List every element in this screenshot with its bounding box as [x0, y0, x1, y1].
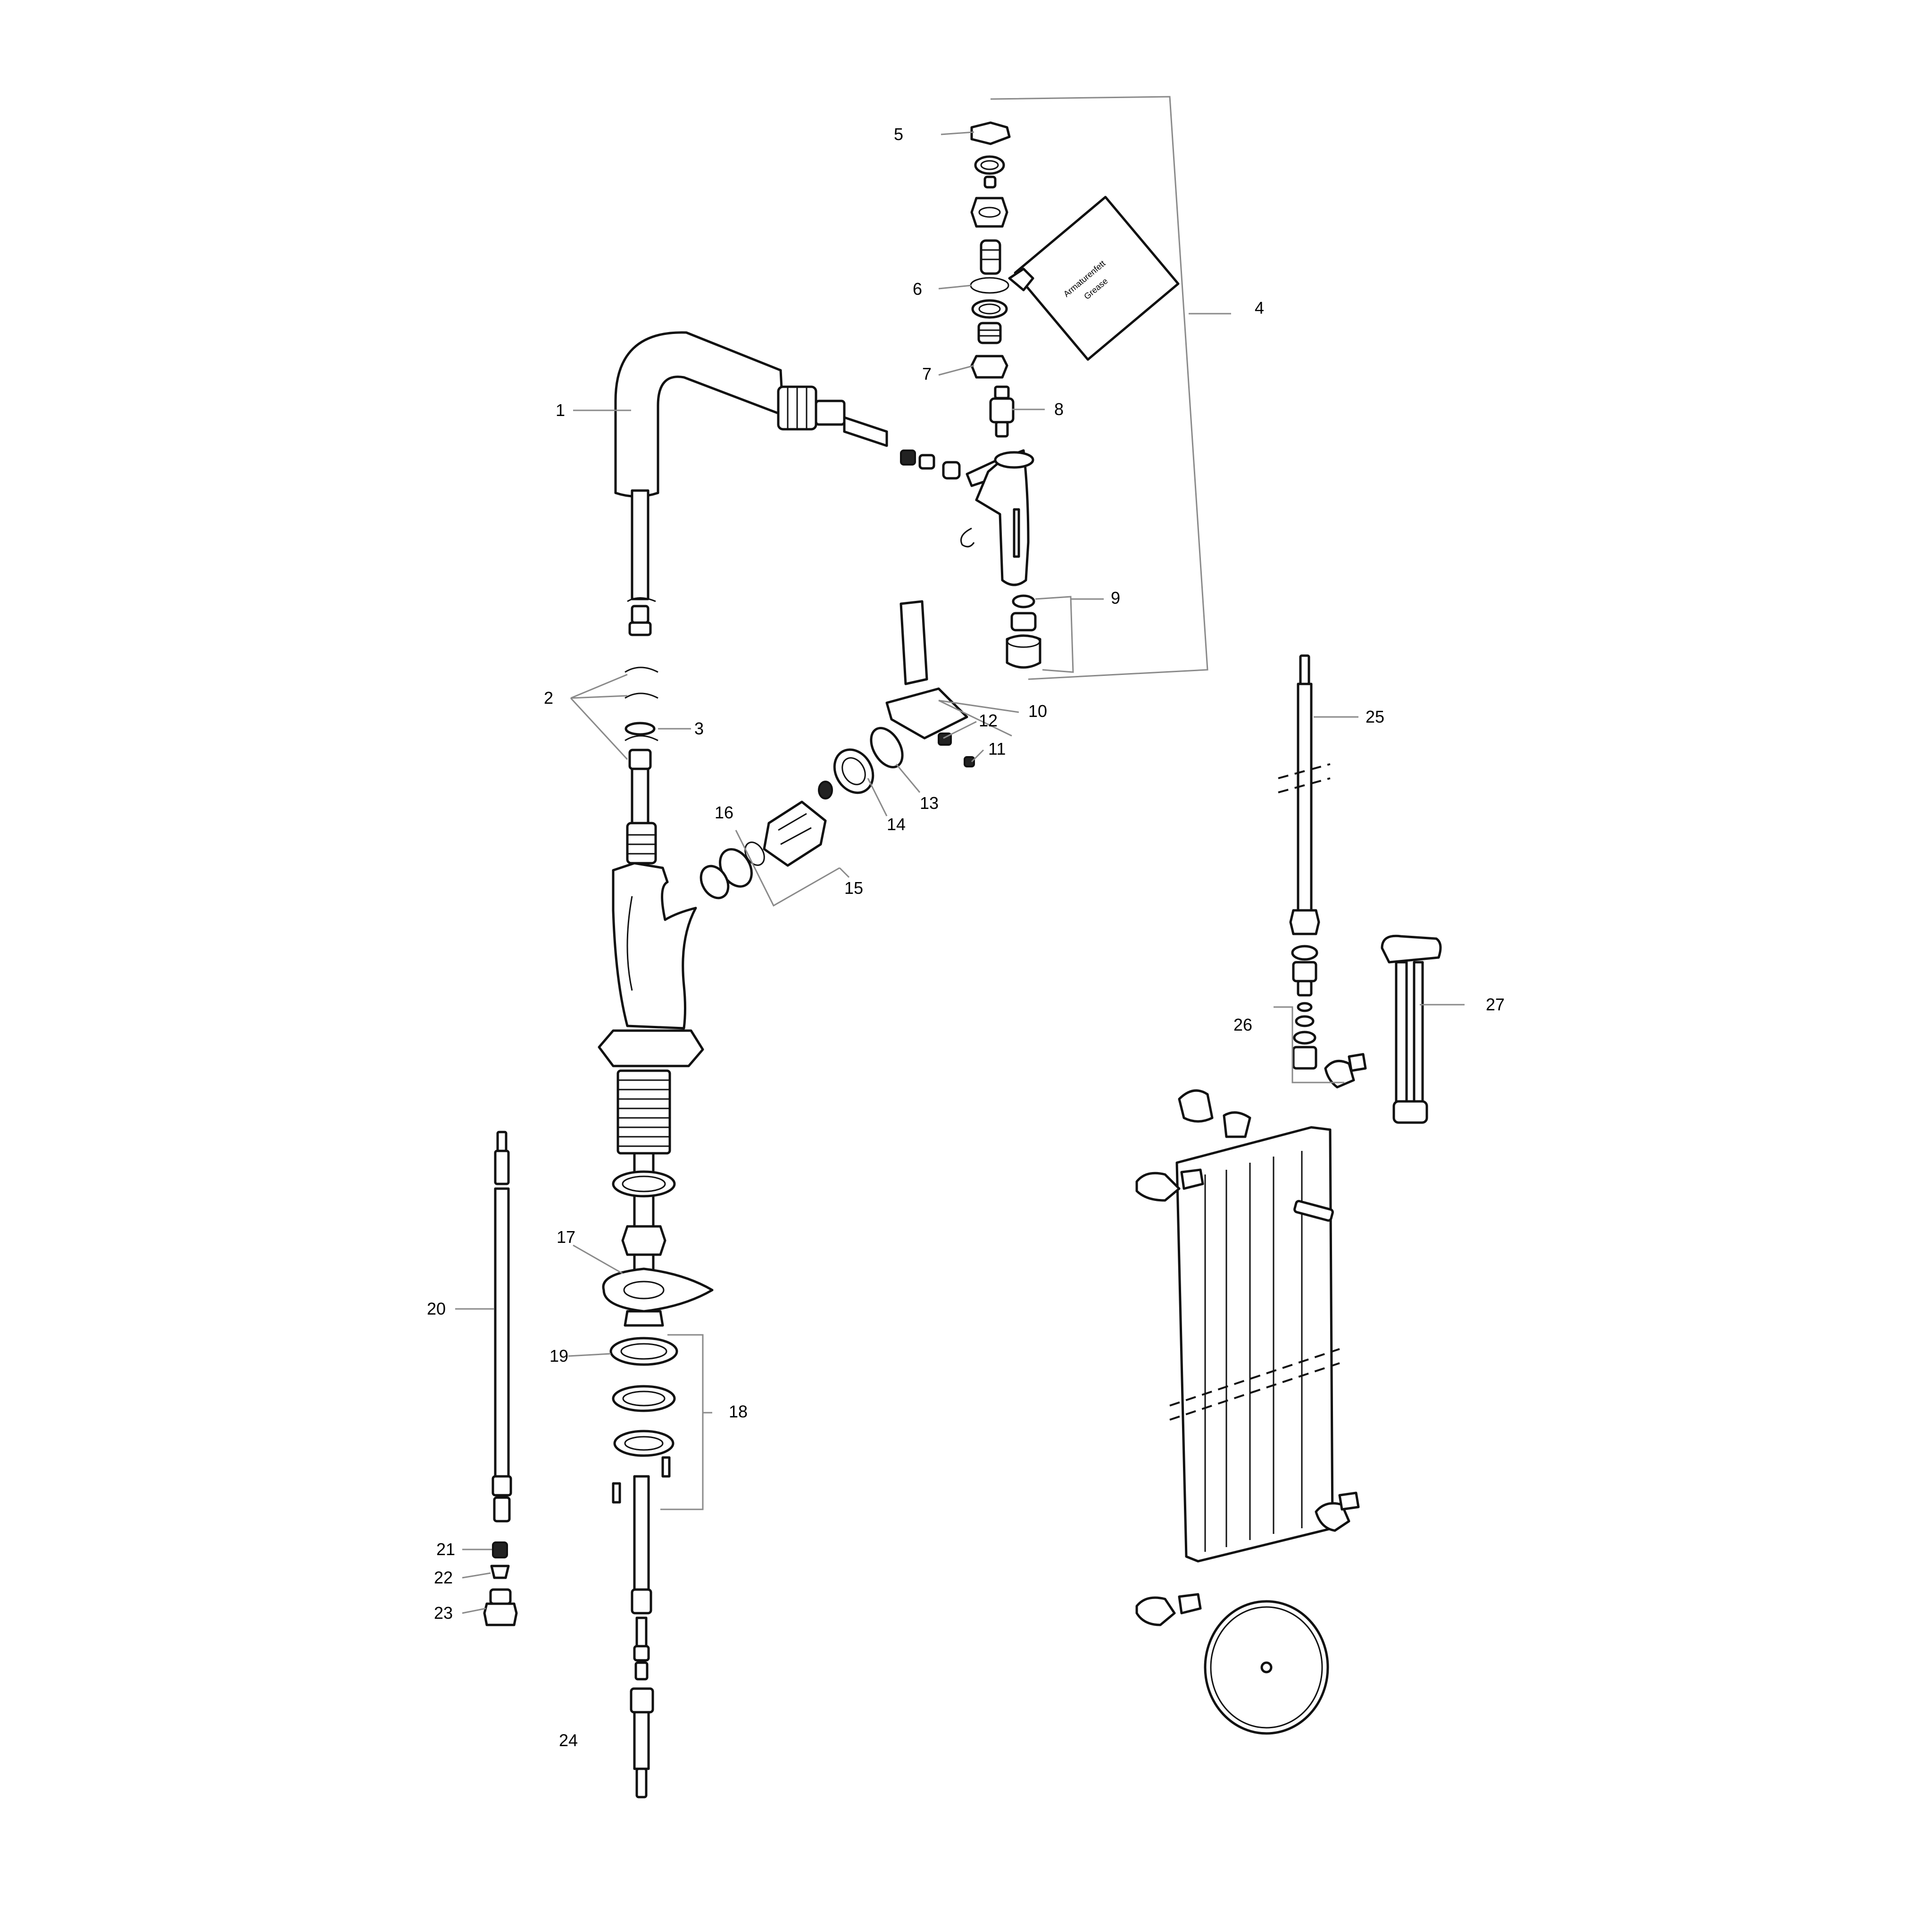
fitting-set-26 [1291, 945, 1318, 1070]
callout-22: 22 [434, 1568, 453, 1587]
callout-14: 14 [887, 815, 906, 834]
fitting-21 [492, 1541, 508, 1558]
callout-27: 27 [1486, 995, 1505, 1014]
spray-head-valve-8 [989, 385, 1015, 438]
spout-body [614, 331, 888, 600]
callout-16: 16 [715, 803, 733, 822]
bracket-27 [1381, 934, 1442, 1124]
callout-6: 6 [913, 279, 922, 299]
spray-head [960, 449, 1034, 586]
callout-18: 18 [729, 1402, 748, 1421]
callout-20: 20 [427, 1299, 446, 1318]
outlet-hose-24 [630, 1475, 654, 1799]
rail-brackets [1135, 1053, 1367, 1626]
spray-head-aerator-9 [1006, 594, 1041, 669]
break-lines [1169, 763, 1340, 1421]
supply-hose-20 [491, 1131, 512, 1523]
shank-clips-and-rings [625, 597, 658, 824]
callout-26: 26 [1233, 1015, 1252, 1034]
spray-head-cap-5 [970, 121, 1011, 145]
hose-25 [1289, 654, 1320, 935]
shower-rail-panel [1175, 1126, 1334, 1563]
callout-21: 21 [436, 1540, 455, 1559]
cartridge-nut-14 [818, 748, 874, 799]
spray-head-rings [970, 155, 1009, 344]
wall-rosette [1204, 1600, 1329, 1735]
callout-19: 19 [550, 1346, 568, 1366]
callout-15: 15 [844, 878, 863, 898]
spray-head-nut-7 [970, 355, 1008, 379]
callout-7: 7 [922, 364, 932, 383]
grease-packet-tab [1008, 267, 1034, 291]
callout-1: 1 [556, 400, 565, 420]
base-seal [612, 1170, 676, 1198]
cartridge-15 [763, 800, 827, 867]
callout-23: 23 [434, 1603, 453, 1623]
callout-17: 17 [557, 1227, 575, 1247]
callout-13: 13 [920, 793, 939, 813]
callout-3: 3 [694, 719, 704, 738]
callout-12: 12 [979, 711, 998, 730]
callout-4: 4 [1255, 298, 1264, 317]
spout-connector-parts [900, 450, 961, 480]
callout-9: 9 [1111, 588, 1120, 608]
mounting-nut-17 [602, 1225, 714, 1327]
callout-2: 2 [544, 688, 553, 708]
callout-25: 25 [1366, 707, 1384, 726]
callout-10: 10 [1028, 701, 1047, 721]
callout-labels: 1 2 3 4 5 6 7 8 9 10 11 12 13 14 15 16 1… [427, 125, 1505, 1750]
grease-packet: Armaturenfett Grease [1014, 196, 1180, 361]
callout-8: 8 [1054, 400, 1064, 419]
callout-24: 24 [559, 1731, 578, 1750]
fitting-22 [490, 1565, 510, 1579]
callout-11: 11 [988, 739, 1006, 758]
leader-lines [455, 96, 1465, 1614]
mixer-body [598, 822, 704, 1067]
fitting-23 [483, 1588, 518, 1626]
callout-5: 5 [894, 125, 903, 144]
mounting-set-18 [609, 1337, 678, 1504]
cartridge-seals-16 [700, 841, 765, 899]
